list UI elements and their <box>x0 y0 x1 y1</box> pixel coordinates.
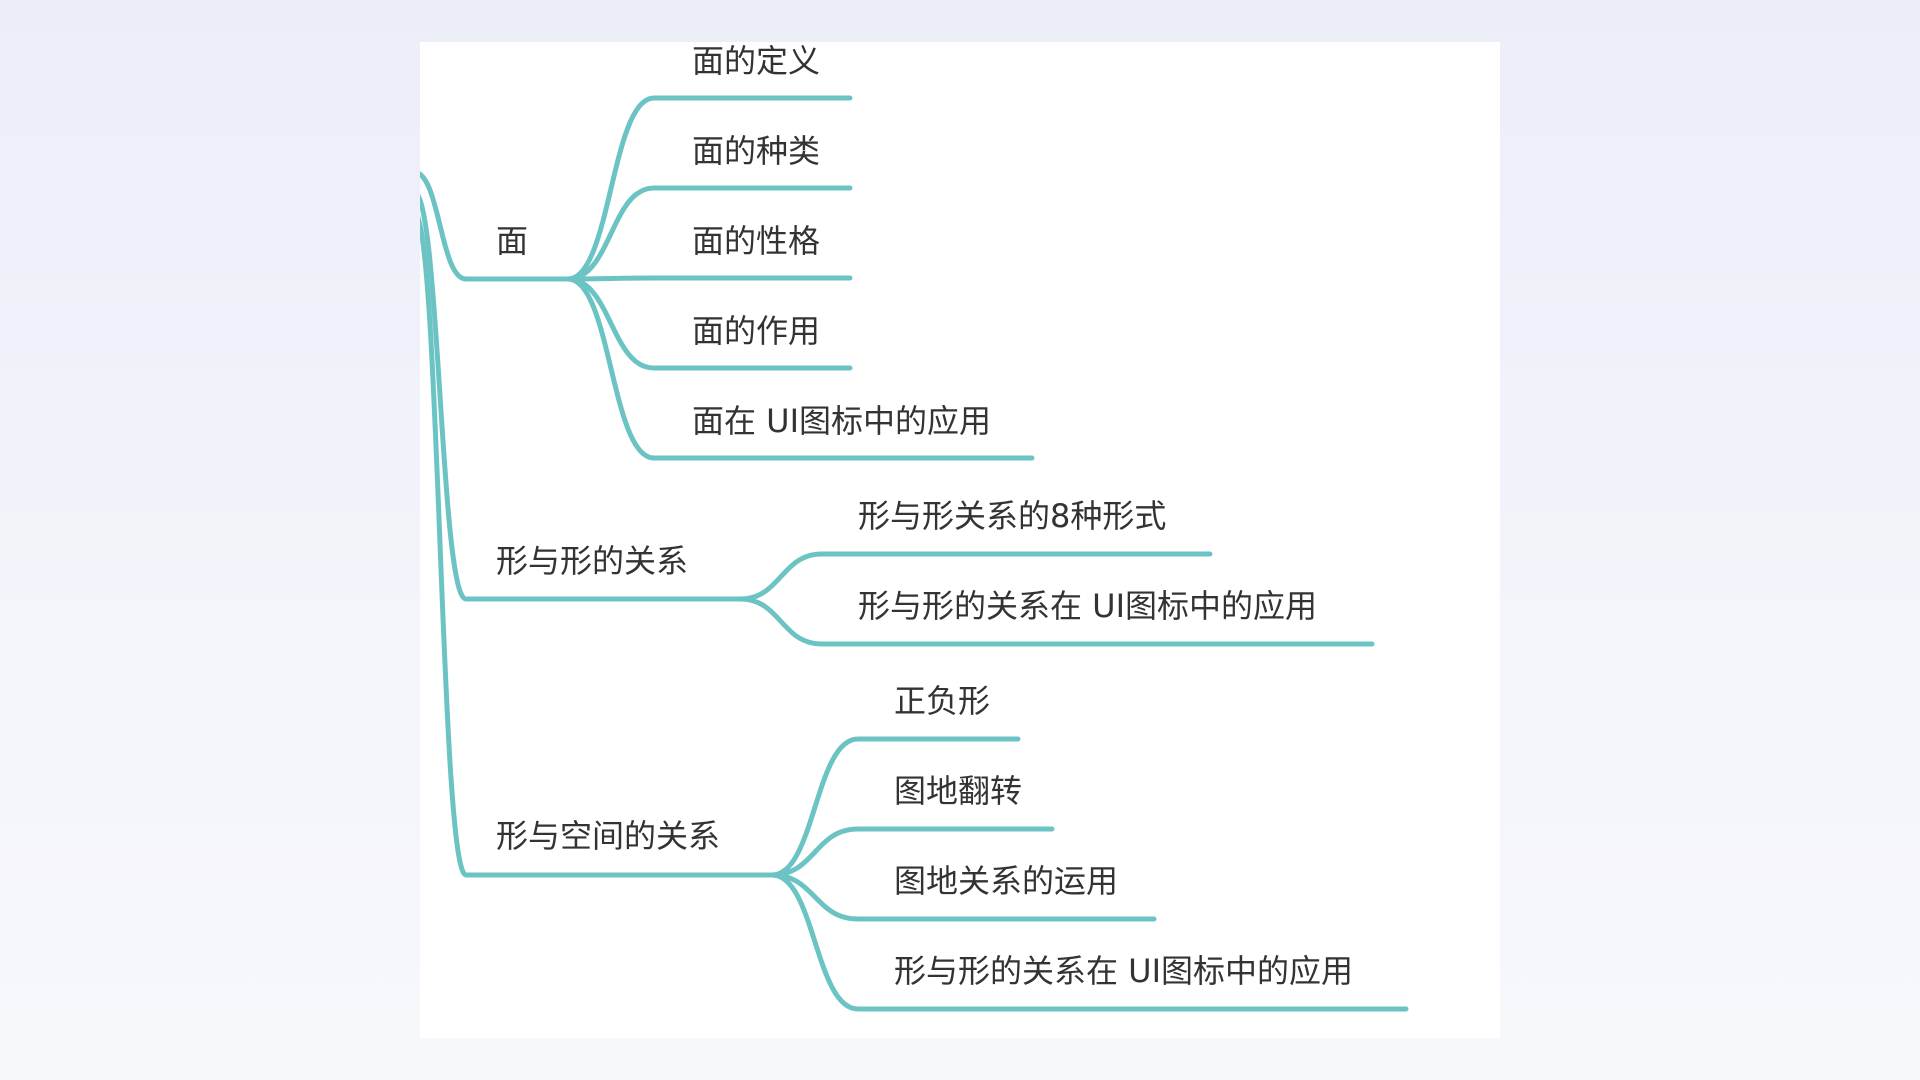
leaf-mian-definition[interactable]: 面的定义 <box>692 42 821 80</box>
branch-1-leaf-1-connector <box>737 596 1375 647</box>
branch-0-leaf-2-connector <box>565 275 853 282</box>
branch-2-leaf-3-connector <box>769 872 1409 1012</box>
branch-0-connector <box>420 171 571 282</box>
branch-shape-shape[interactable]: 形与形的关系 <box>496 542 689 580</box>
mindmap-canvas: 面 面的定义 面的种类 面的性格 面的作用 面在 UI图标中的应用 形与形的关系… <box>420 42 1500 1038</box>
branch-0-leaf-3-connector <box>565 276 853 371</box>
leaf-positive-negative[interactable]: 正负形 <box>894 682 991 720</box>
branch-mian[interactable]: 面 <box>496 222 529 260</box>
branch-1-connector <box>420 194 743 602</box>
leaf-mian-function[interactable]: 面的作用 <box>692 312 821 350</box>
leaf-eight-forms[interactable]: 形与形关系的8种形式 <box>858 497 1167 535</box>
leaf-shape-shape-ui[interactable]: 形与形的关系在 UI图标中的应用 <box>858 587 1318 625</box>
leaf-mian-types[interactable]: 面的种类 <box>692 132 821 170</box>
branch-2-connector <box>420 216 775 878</box>
branch-0-leaf-1-connector <box>565 185 853 282</box>
connector-lines <box>420 95 1409 1012</box>
branch-0-leaf-4-connector <box>565 276 1035 461</box>
branch-shape-space[interactable]: 形与空间的关系 <box>496 817 721 855</box>
branch-0-leaf-0-connector <box>565 95 853 282</box>
leaf-figure-ground[interactable]: 图地翻转 <box>894 772 1023 810</box>
branch-2-leaf-0-connector <box>769 736 1021 878</box>
branch-2-leaf-1-connector <box>769 826 1055 878</box>
leaf-mian-character[interactable]: 面的性格 <box>692 222 821 260</box>
leaf-space-ui[interactable]: 形与形的关系在 UI图标中的应用 <box>894 952 1354 990</box>
branch-1-leaf-0-connector <box>737 551 1213 602</box>
branch-2-leaf-2-connector <box>769 872 1157 922</box>
leaf-mian-ui-icon[interactable]: 面在 UI图标中的应用 <box>692 402 992 440</box>
leaf-figure-ground-use[interactable]: 图地关系的运用 <box>894 862 1119 900</box>
